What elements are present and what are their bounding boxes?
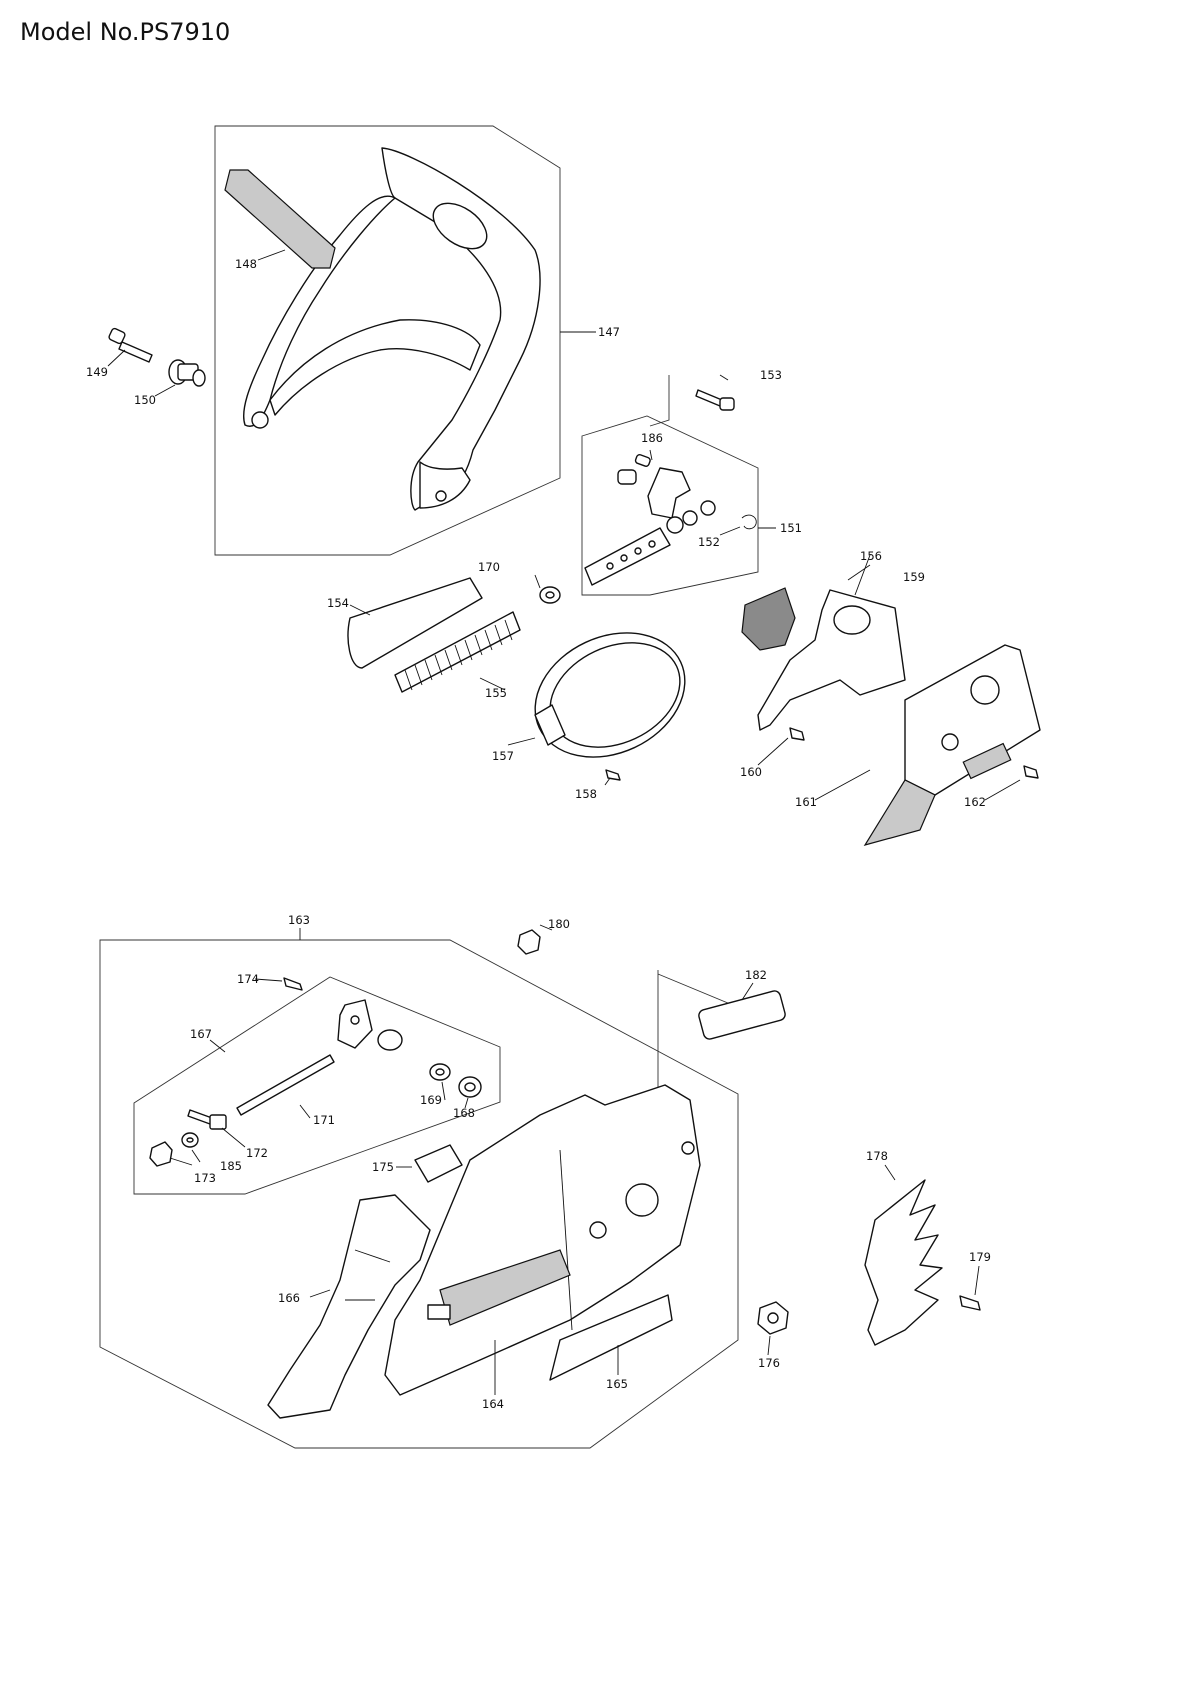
- callout-185: 185: [220, 1159, 242, 1173]
- screw-158: [605, 769, 621, 781]
- housing-dome: [833, 605, 871, 635]
- handle-166: [267, 1194, 431, 1419]
- callout-160: 160: [740, 765, 762, 779]
- callout-168: 168: [453, 1106, 475, 1120]
- callout-147: 147: [598, 325, 620, 339]
- callout-179: 179: [969, 1250, 991, 1264]
- pin-172: [187, 1109, 213, 1125]
- collar-150: [168, 359, 206, 387]
- callout-161: 161: [795, 795, 817, 809]
- callout-174: 174: [237, 972, 259, 986]
- callout-180: 180: [548, 917, 570, 931]
- hand-guard-147: [243, 147, 541, 511]
- callout-154: 154: [327, 596, 349, 610]
- callout-165: 165: [606, 1377, 628, 1391]
- callout-155: 155: [485, 686, 507, 700]
- spike-bumper-178: [864, 1179, 943, 1346]
- screw-179: [959, 1295, 981, 1311]
- callout-182: 182: [745, 968, 767, 982]
- screw-149: [108, 327, 153, 363]
- bushing: [617, 469, 637, 485]
- callout-153: 153: [760, 368, 782, 382]
- sprocket-cover-164: [384, 1084, 701, 1396]
- washer-169: [429, 1063, 451, 1081]
- screw-162: [1023, 765, 1039, 779]
- adjuster-screw-171: [236, 1054, 335, 1116]
- bushing-168: [458, 1076, 482, 1098]
- cover-plate-161: [863, 644, 1041, 846]
- callout-156: 156: [860, 549, 882, 563]
- nut-176: [757, 1301, 789, 1335]
- callout-149: 149: [86, 365, 108, 379]
- group-frame-182: [657, 970, 765, 1088]
- group-frame-153-bracket: [649, 375, 670, 427]
- callout-167: 167: [190, 1027, 212, 1041]
- gear: [377, 1029, 403, 1051]
- callout-175: 175: [372, 1160, 394, 1174]
- callout-158: 158: [575, 787, 597, 801]
- nut-173: [149, 1141, 173, 1167]
- callout-152: 152: [698, 535, 720, 549]
- callout-170: 170: [478, 560, 500, 574]
- tensioner-bracket: [337, 999, 373, 1049]
- callout-169: 169: [420, 1093, 442, 1107]
- clip-175: [414, 1144, 463, 1183]
- spring-155: [394, 611, 521, 693]
- callout-166: 166: [278, 1291, 300, 1305]
- group-frame-151: [581, 415, 759, 596]
- tensioner-block: [209, 1114, 227, 1130]
- brake-lever: [647, 467, 691, 519]
- callout-176: 176: [758, 1356, 780, 1370]
- brake-linkage: [584, 500, 716, 586]
- group-frame-163: [99, 939, 739, 1449]
- screw-153: [695, 389, 735, 411]
- callout-172: 172: [246, 1146, 268, 1160]
- callout-163: 163: [288, 913, 310, 927]
- callout-178: 178: [866, 1149, 888, 1163]
- decal-165: [549, 1294, 673, 1381]
- sleeve-154: [347, 577, 483, 669]
- decal-182: [698, 990, 786, 1040]
- callout-150: 150: [134, 393, 156, 407]
- nut-180: [517, 929, 541, 955]
- callout-173: 173: [194, 1171, 216, 1185]
- snap-ring-152: [741, 514, 757, 530]
- callout-148: 148: [235, 257, 257, 271]
- felt-156: [741, 587, 796, 651]
- callout-157: 157: [492, 749, 514, 763]
- decal-148: [224, 169, 336, 269]
- washer-185: [181, 1132, 199, 1148]
- model-number-title: Model No.PS7910: [20, 18, 231, 46]
- callout-171: 171: [313, 1113, 335, 1127]
- group-frame-147: [214, 125, 561, 556]
- callout-164: 164: [482, 1397, 504, 1411]
- callout-159: 159: [903, 570, 925, 584]
- group-frame-167: [133, 976, 501, 1195]
- screw-174: [283, 977, 303, 991]
- callout-151: 151: [780, 521, 802, 535]
- leader-lines: [107, 249, 1021, 1395]
- pin-186: [634, 453, 651, 467]
- callout-162: 162: [964, 795, 986, 809]
- screw-160: [789, 727, 805, 741]
- washer-170: [539, 586, 561, 604]
- callout-186: 186: [641, 431, 663, 445]
- brake-band-157: [534, 632, 686, 758]
